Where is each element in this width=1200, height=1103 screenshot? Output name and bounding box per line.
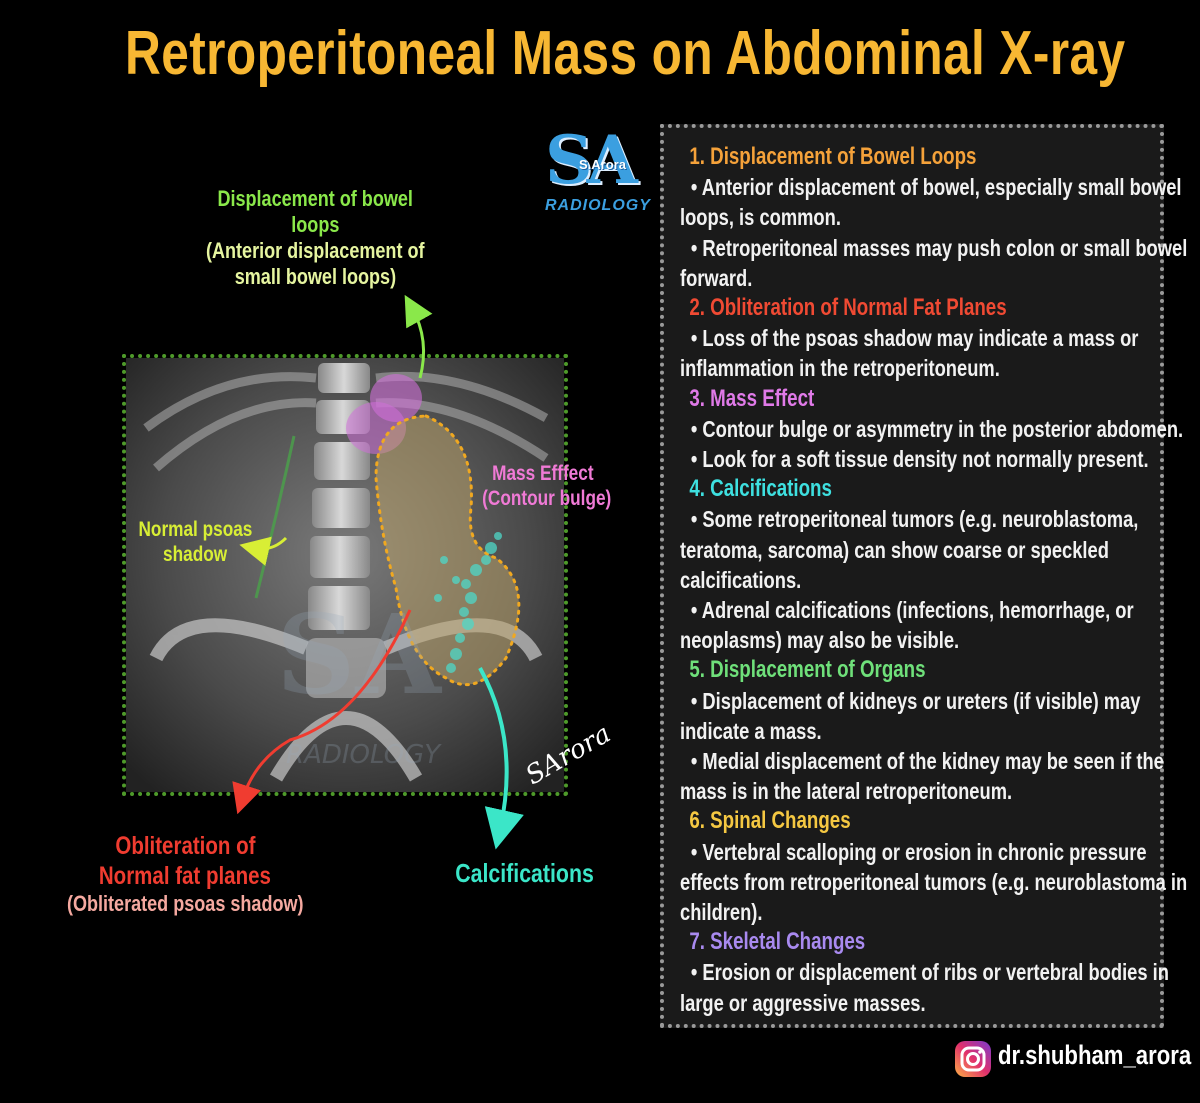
section-heading: 4. Calcifications xyxy=(689,475,832,503)
section-line: mass is in the lateral retroperitoneum. xyxy=(680,778,1013,805)
section-line: • Contour bulge or asymmetry in the post… xyxy=(690,415,1184,442)
section-line: calcifications. xyxy=(680,566,802,593)
section-heading: 2. Obliteration of Normal Fat Planes xyxy=(689,294,1007,322)
label-calcifications: Calcifications xyxy=(455,858,594,888)
section-line: • Displacement of kidneys or ureters (if… xyxy=(690,687,1141,714)
section-heading: 3. Mass Effect xyxy=(689,384,815,412)
label-bowel-displacement: Displacement of bowel loops (Anterior di… xyxy=(205,186,425,289)
section-line: indicate a mass. xyxy=(680,717,822,744)
instagram-icon[interactable] xyxy=(954,1040,992,1078)
section-line: effects from retroperitoneal tumors (e.g… xyxy=(680,868,1188,895)
section-line: • Vertebral scalloping or erosion in chr… xyxy=(690,838,1147,865)
section-line: • Medial displacement of the kidney may … xyxy=(690,748,1164,775)
section-heading: 1. Displacement of Bowel Loops xyxy=(689,143,977,170)
info-panel-content: 1. Displacement of Bowel Loops • Anterior… xyxy=(680,142,1188,1018)
section-heading: 7. Skeletal Changes xyxy=(689,928,866,956)
section-line: children). xyxy=(680,899,763,926)
section-line: inflammation in the retroperitoneum. xyxy=(680,355,1000,382)
page-title: Retroperitoneal Mass on Abdominal X-ray xyxy=(125,19,1126,88)
section-heading: 5. Displacement of Organs xyxy=(689,656,926,684)
section-line: • Anterior displacement of bowel, especi… xyxy=(690,174,1182,201)
section-line: • Some retroperitoneal tumors (e.g. neur… xyxy=(690,506,1139,533)
logo-small-text: S.Arora xyxy=(579,157,626,172)
section-line: • Loss of the psoas shadow may indicate … xyxy=(690,325,1139,352)
label-mass-effect: Mass Efffect (Contour bulge) xyxy=(482,462,612,510)
psoas-line xyxy=(254,435,296,599)
mass-outline xyxy=(374,414,521,687)
section-line: large or aggressive masses. xyxy=(680,989,926,1016)
section-line: neoplasms) may also be visible. xyxy=(680,627,960,654)
section-line: • Look for a soft tissue density not nor… xyxy=(690,446,1149,473)
section-line: loops, is common. xyxy=(680,204,841,231)
section-line: • Adrenal calcifications (infections, he… xyxy=(690,597,1134,624)
calcifications xyxy=(434,532,502,673)
info-panel: 1. Displacement of Bowel Loops • Anterior… xyxy=(660,124,1188,1028)
logo: SA S.Arora RADIOLOGY xyxy=(545,121,655,220)
section-line: • Retroperitoneal masses may push colon … xyxy=(690,234,1188,261)
instagram-handle[interactable]: dr.shubham_arora xyxy=(998,1040,1192,1070)
logo-monogram: SA xyxy=(545,121,638,199)
logo-subtitle: RADIOLOGY xyxy=(545,197,651,214)
section-heading: 6. Spinal Changes xyxy=(689,807,851,835)
section-line: teratoma, sarcoma) can show coarse or sp… xyxy=(680,536,1109,563)
section-line: • Erosion or displacement of ribs or ver… xyxy=(690,959,1169,986)
label-normal-psoas: Normal psoas shadow xyxy=(138,518,252,566)
section-line: forward. xyxy=(680,264,753,291)
label-obliteration: Obliteration of Normal fat planes (Oblit… xyxy=(66,832,304,916)
xray-frame xyxy=(122,354,568,796)
